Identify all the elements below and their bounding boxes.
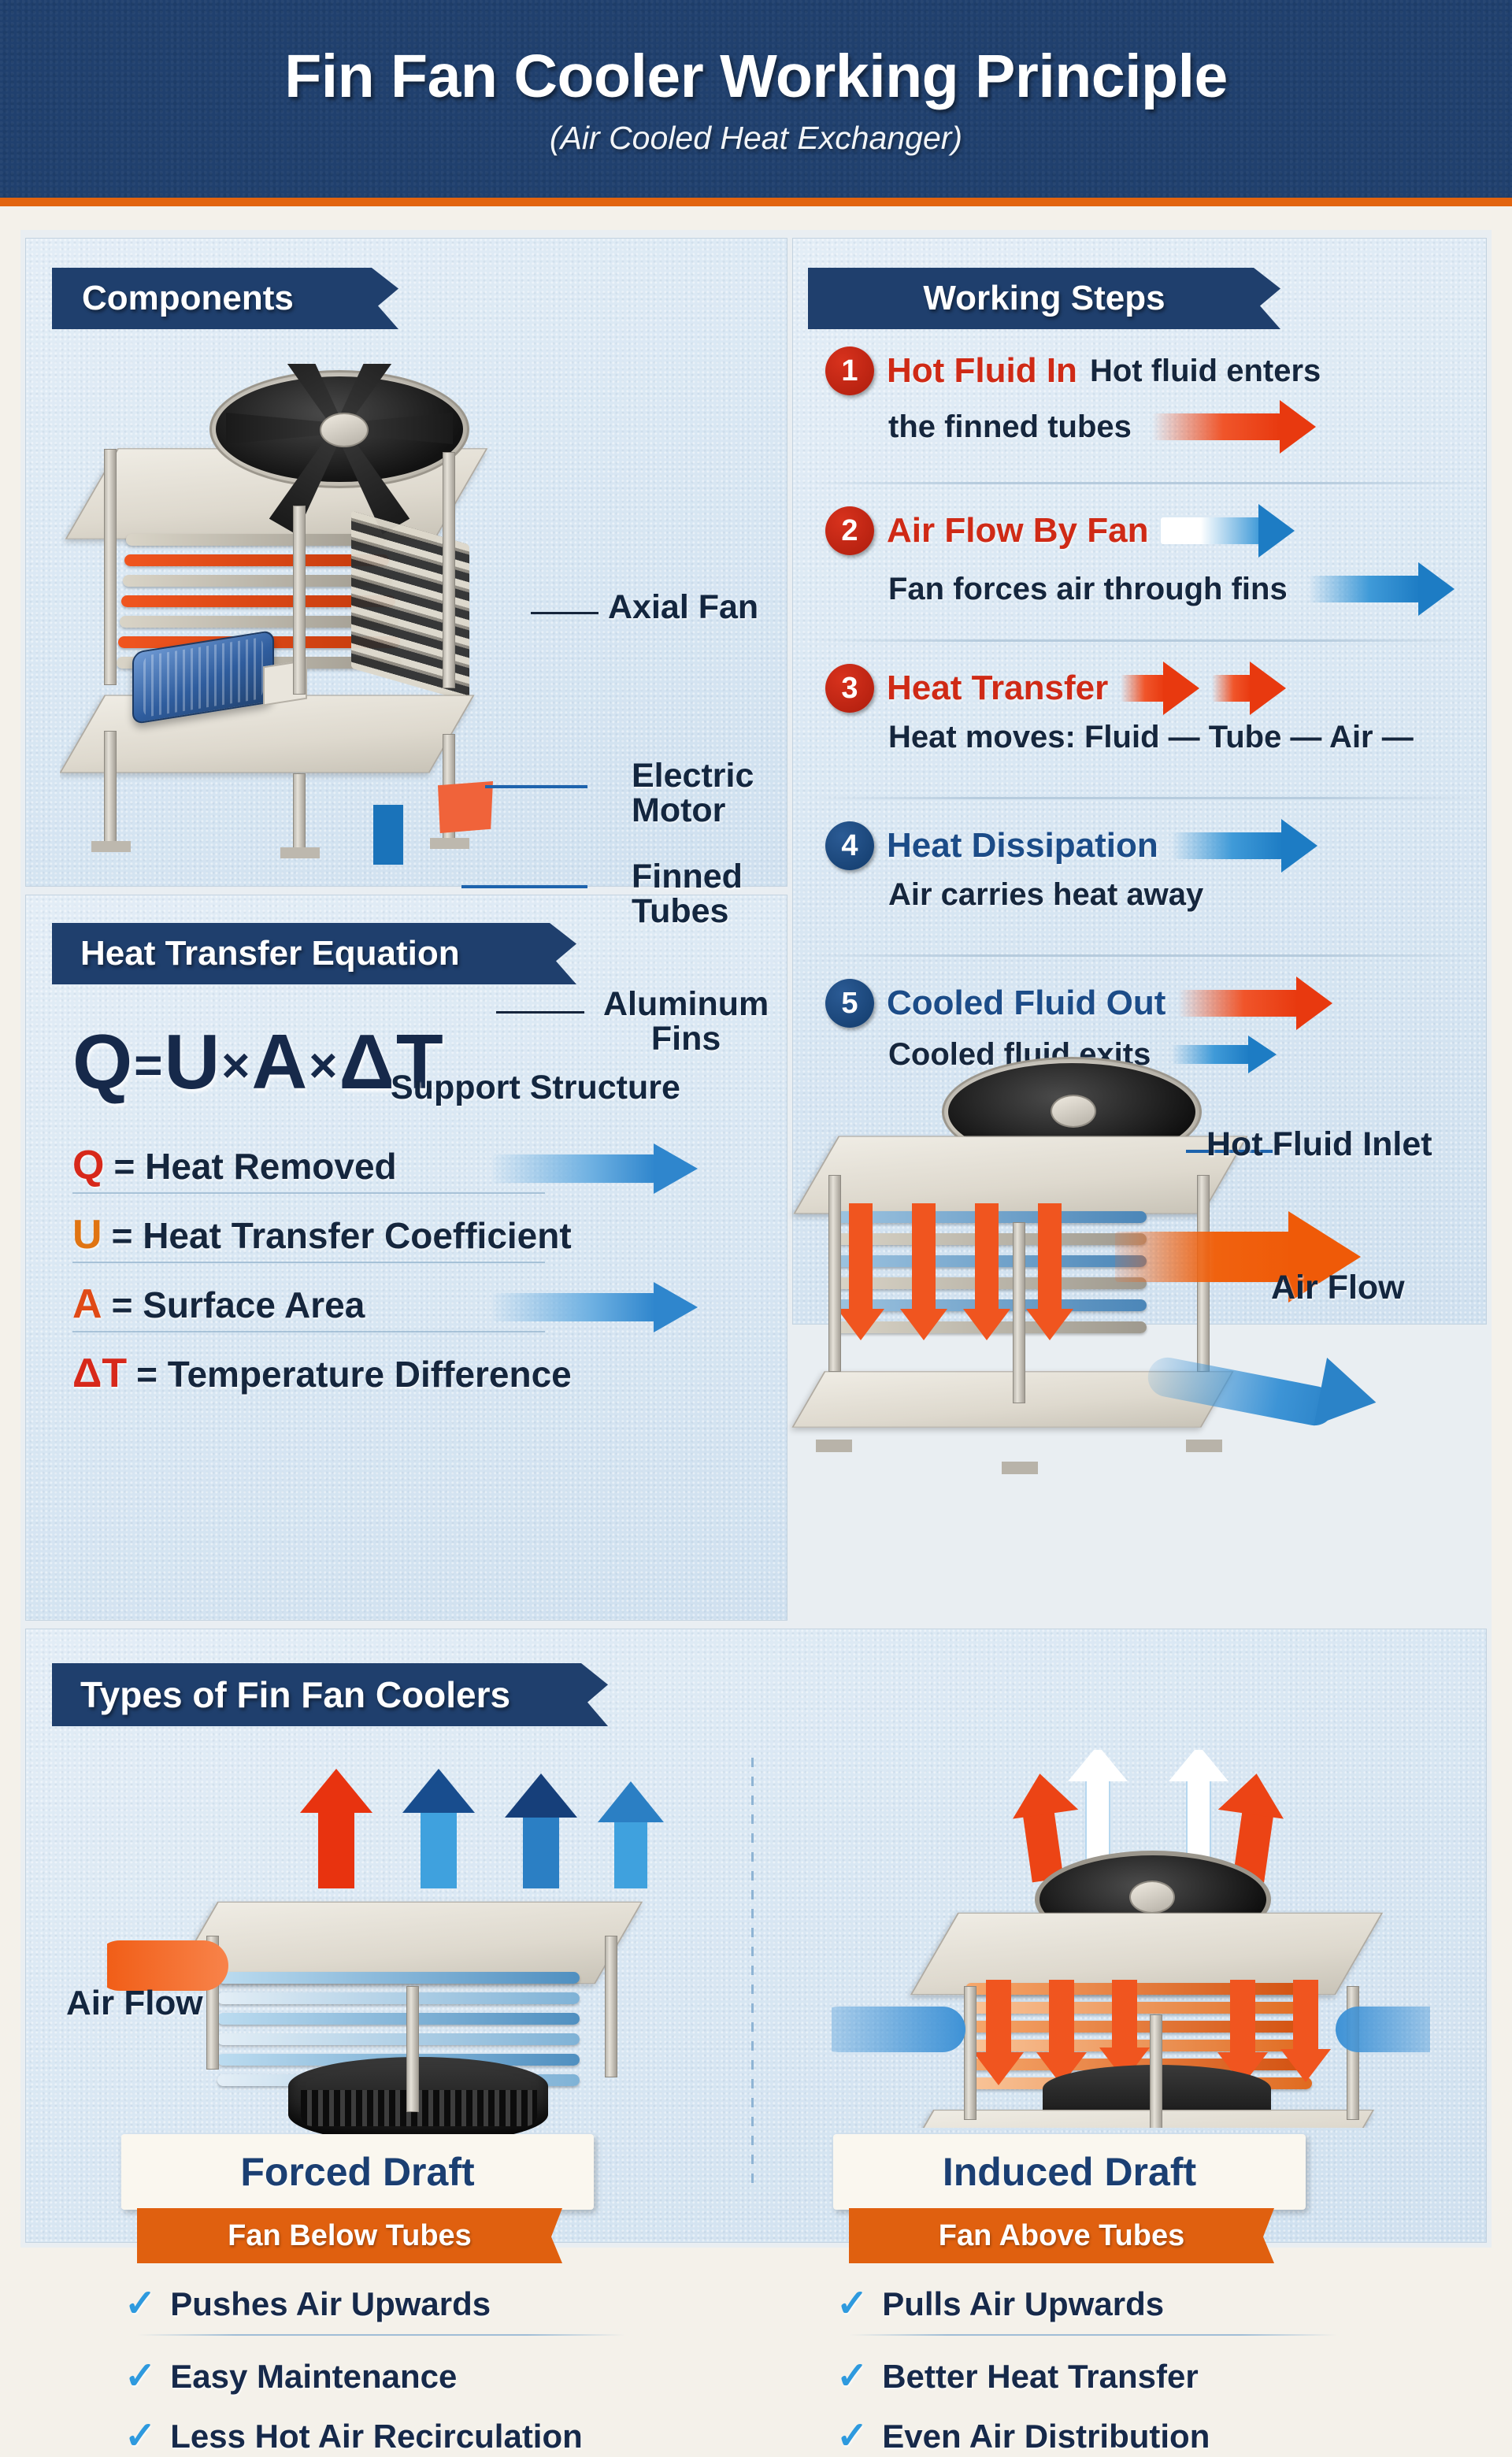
page-title: Fin Fan Cooler Working Principle: [284, 42, 1228, 110]
working-step-4: 4 Heat Dissipation Air carries heat away: [825, 819, 1484, 913]
working-steps-banner: Working Steps: [808, 268, 1280, 329]
induced-draft-feature-1: ✓ Pulls Air Upwards: [836, 2283, 1165, 2325]
step-arrow-blue-icon: [1171, 1035, 1281, 1074]
forced-draft-feature-1: ✓ Pushes Air Upwards: [124, 2283, 491, 2325]
types-divider: [751, 1758, 754, 2183]
components-panel: [25, 238, 788, 887]
step-desc: the finned tubes: [888, 409, 1132, 444]
step-desc: Air carries heat away: [888, 877, 1204, 912]
step-number-badge: 2: [825, 506, 874, 555]
check-icon: ✓: [124, 2415, 157, 2457]
label-air-flow-forced: Air Flow: [66, 1984, 203, 2022]
forced-draft-title-card: Forced Draft: [121, 2134, 594, 2210]
forced-draft-illustration: [107, 1766, 706, 2136]
heat-transfer-formula: Q=U×A×ΔT: [72, 1018, 445, 1105]
step-arrow-red-icon: [1212, 662, 1288, 715]
variable-row-a: A = Surface Area: [72, 1280, 365, 1328]
flow-arrow-icon: [493, 1282, 698, 1332]
callout-line-hot-fluid-inlet: [1186, 1150, 1273, 1153]
equation-banner: Heat Transfer Equation: [52, 923, 576, 984]
step-arrow-red-icon: [1151, 400, 1317, 454]
check-icon: ✓: [836, 2415, 869, 2457]
fin-flag-orange: [438, 781, 493, 833]
variable-symbol: U: [72, 1212, 102, 1258]
step-title: Heat Dissipation: [887, 826, 1158, 865]
check-icon: ✓: [836, 2355, 869, 2397]
step-arrow-red-icon: [1178, 976, 1336, 1030]
induced-draft-feature-2: ✓ Better Heat Transfer: [836, 2355, 1199, 2397]
working-step-5: 5 Cooled Fluid Out Cooled fluid exits: [825, 976, 1484, 1074]
variable-symbol: Q: [72, 1143, 105, 1188]
step-title: Heat Transfer: [887, 669, 1109, 707]
label-hot-fluid-inlet: Hot Fluid Inlet: [1206, 1125, 1432, 1163]
callout-line-axial-fan: [531, 612, 598, 614]
step-number-badge: 5: [825, 979, 874, 1028]
variable-desc: = Surface Area: [111, 1284, 365, 1325]
forced-draft-subtitle-card: Fan Below Tubes: [137, 2208, 562, 2263]
induced-draft-feature-3: ✓ Even Air Distribution: [836, 2415, 1210, 2457]
equation-panel: [25, 895, 788, 1621]
label-support-structure: Support Structure: [391, 1069, 680, 1106]
page-header: Fin Fan Cooler Working Principle (Air Co…: [0, 0, 1512, 206]
step-arrow-red-icon: [1121, 662, 1200, 715]
step-number-badge: 4: [825, 821, 874, 870]
callout-line-finned-tubes: [461, 885, 587, 888]
variable-row-dt: ΔT = Temperature Difference: [72, 1350, 572, 1397]
components-banner: Components: [52, 268, 398, 329]
callout-line-electric-motor: [485, 785, 587, 788]
step-desc-inline: Hot fluid enters: [1089, 353, 1321, 388]
step-desc: Fan forces air through fins: [888, 571, 1288, 606]
step-number-badge: 1: [825, 346, 874, 395]
working-step-3: 3 Heat Transfer Heat moves: Fluid — Tube…: [825, 662, 1484, 755]
check-icon: ✓: [124, 2355, 157, 2397]
label-air-flow-equation: Air Flow: [1271, 1269, 1405, 1306]
induced-draft-illustration: [832, 1750, 1430, 2128]
step-arrow-blue-icon: [1170, 819, 1321, 873]
induced-draft-subtitle-card: Fan Above Tubes: [849, 2208, 1274, 2263]
variable-symbol: A: [72, 1281, 102, 1327]
variable-symbol: ΔT: [72, 1351, 128, 1396]
flow-arrow-icon: [493, 1143, 698, 1194]
support-flag-blue: [373, 805, 403, 865]
variable-row-q: Q = Heat Removed: [72, 1142, 397, 1189]
step-number-badge: 3: [825, 664, 874, 713]
working-step-1: 1 Hot Fluid In Hot fluid enters the finn…: [825, 346, 1484, 454]
step-title: Hot Fluid In: [887, 351, 1077, 390]
components-illustration: [60, 364, 564, 868]
label-axial-fan: Axial Fan: [608, 588, 759, 626]
variable-desc: = Heat Removed: [113, 1146, 397, 1187]
callout-line-aluminum-fins: [496, 1011, 584, 1014]
variable-desc: = Heat Transfer Coefficient: [111, 1215, 572, 1256]
variable-desc: = Temperature Difference: [136, 1354, 572, 1395]
step-arrow-blue-icon: [1161, 504, 1303, 558]
variable-row-u: U = Heat Transfer Coefficient: [72, 1211, 572, 1258]
page-subtitle: (Air Cooled Heat Exchanger): [549, 119, 963, 156]
types-banner: Types of Fin Fan Coolers: [52, 1663, 608, 1726]
induced-draft-title-card: Induced Draft: [833, 2134, 1306, 2210]
step-arrow-blue-icon: [1307, 562, 1458, 616]
check-icon: ✓: [124, 2283, 157, 2325]
step-desc: Heat moves: Fluid — Tube — Air —: [888, 720, 1414, 754]
working-step-2: 2 Air Flow By Fan Fan forces air through…: [825, 504, 1484, 616]
step-title: Cooled Fluid Out: [887, 984, 1166, 1022]
forced-draft-feature-2: ✓ Easy Maintenance: [124, 2355, 458, 2397]
forced-draft-feature-3: ✓ Less Hot Air Recirculation: [124, 2415, 583, 2457]
equation-illustration: [674, 1057, 1383, 1498]
step-title: Air Flow By Fan: [887, 511, 1149, 550]
check-icon: ✓: [836, 2283, 869, 2325]
